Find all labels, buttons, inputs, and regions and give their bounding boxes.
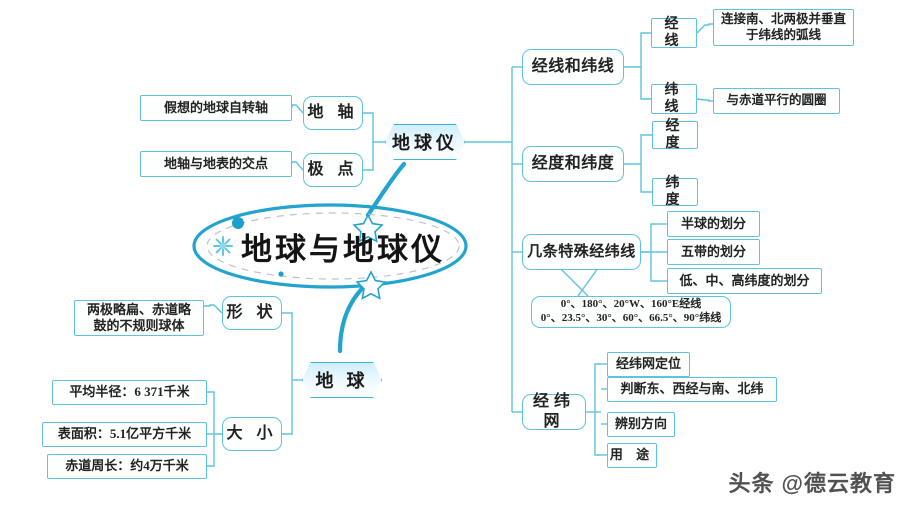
topic-longitude-latitude[interactable]: 经度和纬度 bbox=[522, 146, 624, 182]
note-earth-axis: 假想的地球自转轴 bbox=[140, 95, 292, 121]
topic-poles[interactable]: 极 点 bbox=[303, 153, 363, 187]
topic-longitude-latitude-label: 经度和纬度 bbox=[531, 155, 615, 172]
note-size-area-text: 表面积：5.1亿平方千米 bbox=[57, 426, 192, 442]
subtopic-latitude[interactable]: 纬 度 bbox=[652, 176, 698, 208]
annotation-special-lines-text: 0°、180°、20°W、160°E经线 0°、23.5°、30°、60°、66… bbox=[540, 298, 722, 324]
central-node-label: 地球与地球仪 bbox=[241, 231, 445, 267]
central-node[interactable]: 地球与地球仪 bbox=[196, 205, 464, 287]
subtopic-latitude-label: 纬 度 bbox=[665, 175, 685, 209]
subtopic-longitude-label: 经 度 bbox=[665, 118, 685, 152]
note-size-circumference-text: 赤道周长：约4万千米 bbox=[65, 458, 189, 474]
subtopic-grid-direction-label: 辨别方向 bbox=[614, 416, 667, 432]
topic-geographic-grid[interactable]: 经纬网 bbox=[522, 393, 586, 430]
topic-special-lines[interactable]: 几条特殊经纬线 bbox=[522, 234, 641, 270]
note-size-area: 表面积：5.1亿平方千米 bbox=[42, 422, 207, 447]
subtopic-longitude[interactable]: 经 度 bbox=[652, 119, 698, 151]
topic-shape-label: 形 状 bbox=[226, 304, 278, 321]
subtopic-meridian[interactable]: 经 线 bbox=[651, 16, 697, 50]
subtopic-grid-usage[interactable]: 用 途 bbox=[607, 443, 657, 468]
note-shape: 两极略扁、赤道略 鼓的不规则球体 bbox=[74, 300, 204, 336]
subtopic-grid-direction[interactable]: 辨别方向 bbox=[607, 412, 675, 437]
subtopic-hemisphere-division-label: 半球的划分 bbox=[680, 215, 746, 231]
branch-node-earth-label: 地 球 bbox=[315, 371, 369, 391]
topic-earth-axis-label: 地 轴 bbox=[307, 104, 359, 121]
note-poles-text: 地轴与地表的交点 bbox=[163, 155, 268, 171]
note-size-radius-text: 平均半径：6 371千米 bbox=[69, 384, 190, 400]
subtopic-grid-determine-hemisphere-label: 判断东、西经与南、北纬 bbox=[620, 381, 764, 397]
topic-meridians-parallels-label: 经线和纬线 bbox=[531, 58, 615, 75]
subtopic-parallel[interactable]: 纬 线 bbox=[651, 82, 697, 116]
subtopic-grid-determine-hemisphere[interactable]: 判断东、西经与南、北纬 bbox=[607, 377, 777, 402]
topic-size[interactable]: 大 小 bbox=[222, 417, 282, 451]
subtopic-meridian-label: 经 线 bbox=[664, 16, 684, 50]
topic-size-label: 大 小 bbox=[226, 425, 278, 442]
topic-shape[interactable]: 形 状 bbox=[222, 296, 282, 330]
annotation-special-lines: 0°、180°、20°W、160°E经线 0°、23.5°、30°、60°、66… bbox=[531, 296, 731, 328]
watermark-platform: 头条 bbox=[728, 471, 775, 496]
note-parallel: 与赤道平行的圆圈 bbox=[713, 88, 840, 114]
note-meridian: 连接南、北两极并垂直 于纬线的弧线 bbox=[713, 9, 854, 46]
note-shape-text: 两极略扁、赤道略 鼓的不规则球体 bbox=[86, 301, 191, 333]
topic-poles-label: 极 点 bbox=[307, 161, 359, 178]
subtopic-latitude-zones-division-label: 低、中、高纬度的划分 bbox=[679, 272, 810, 288]
topic-geographic-grid-label: 经纬网 bbox=[532, 393, 575, 430]
subtopic-grid-positioning[interactable]: 经纬网定位 bbox=[607, 352, 690, 377]
subtopic-five-zones-division[interactable]: 五带的划分 bbox=[667, 239, 760, 265]
subtopic-five-zones-division-label: 五带的划分 bbox=[680, 243, 746, 259]
note-size-circumference: 赤道周长：约4万千米 bbox=[47, 454, 207, 479]
topic-special-lines-label: 几条特殊经纬线 bbox=[527, 243, 636, 260]
topic-meridians-parallels[interactable]: 经线和纬线 bbox=[522, 49, 624, 85]
topic-earth-axis[interactable]: 地 轴 bbox=[303, 96, 363, 130]
note-parallel-text: 与赤道平行的圆圈 bbox=[726, 93, 827, 108]
branch-node-globe-label: 地球仪 bbox=[392, 133, 458, 153]
subtopic-parallel-label: 纬 线 bbox=[664, 82, 684, 116]
watermark: 头条 @德云教育 bbox=[729, 466, 896, 498]
note-earth-axis-text: 假想的地球自转轴 bbox=[163, 99, 268, 115]
subtopic-grid-positioning-label: 经纬网定位 bbox=[615, 356, 681, 372]
note-poles: 地轴与地表的交点 bbox=[140, 151, 292, 177]
note-size-radius: 平均半径：6 371千米 bbox=[52, 380, 207, 405]
subtopic-grid-usage-label: 用 途 bbox=[609, 447, 655, 463]
subtopic-hemisphere-division[interactable]: 半球的划分 bbox=[667, 211, 760, 237]
watermark-handle: @德云教育 bbox=[781, 471, 896, 496]
branch-node-globe[interactable]: 地球仪 bbox=[385, 124, 465, 160]
branch-node-earth[interactable]: 地 球 bbox=[302, 362, 382, 398]
subtopic-latitude-zones-division[interactable]: 低、中、高纬度的划分 bbox=[667, 268, 822, 294]
note-meridian-text: 连接南、北两极并垂直 于纬线的弧线 bbox=[720, 11, 846, 42]
